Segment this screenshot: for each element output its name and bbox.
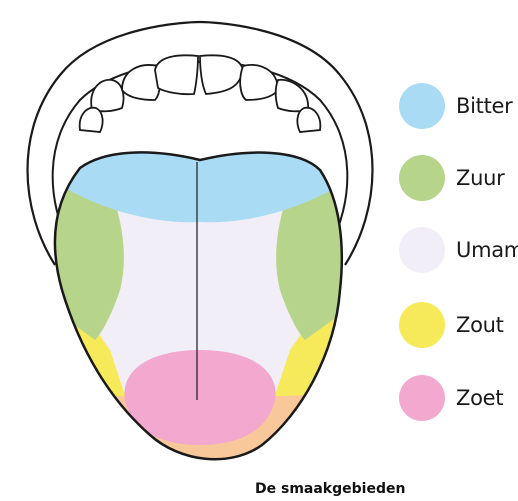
legend-dot-bitter <box>399 83 445 129</box>
zoet-region <box>124 350 275 445</box>
legend-dot-zoet <box>399 375 445 421</box>
legend-dot-zout <box>399 302 445 348</box>
legend-dot-umami <box>399 227 445 273</box>
legend-label-zout: Zout <box>456 313 504 337</box>
legend-label-zoet: Zoet <box>456 386 503 410</box>
caption: De smaakgebieden <box>255 481 405 497</box>
legend-label-bitter: Bitter <box>456 94 512 118</box>
legend-label-zuur: Zuur <box>456 166 504 190</box>
legend-label-umami: Umami <box>456 238 518 262</box>
legend-dot-zuur <box>399 155 445 201</box>
